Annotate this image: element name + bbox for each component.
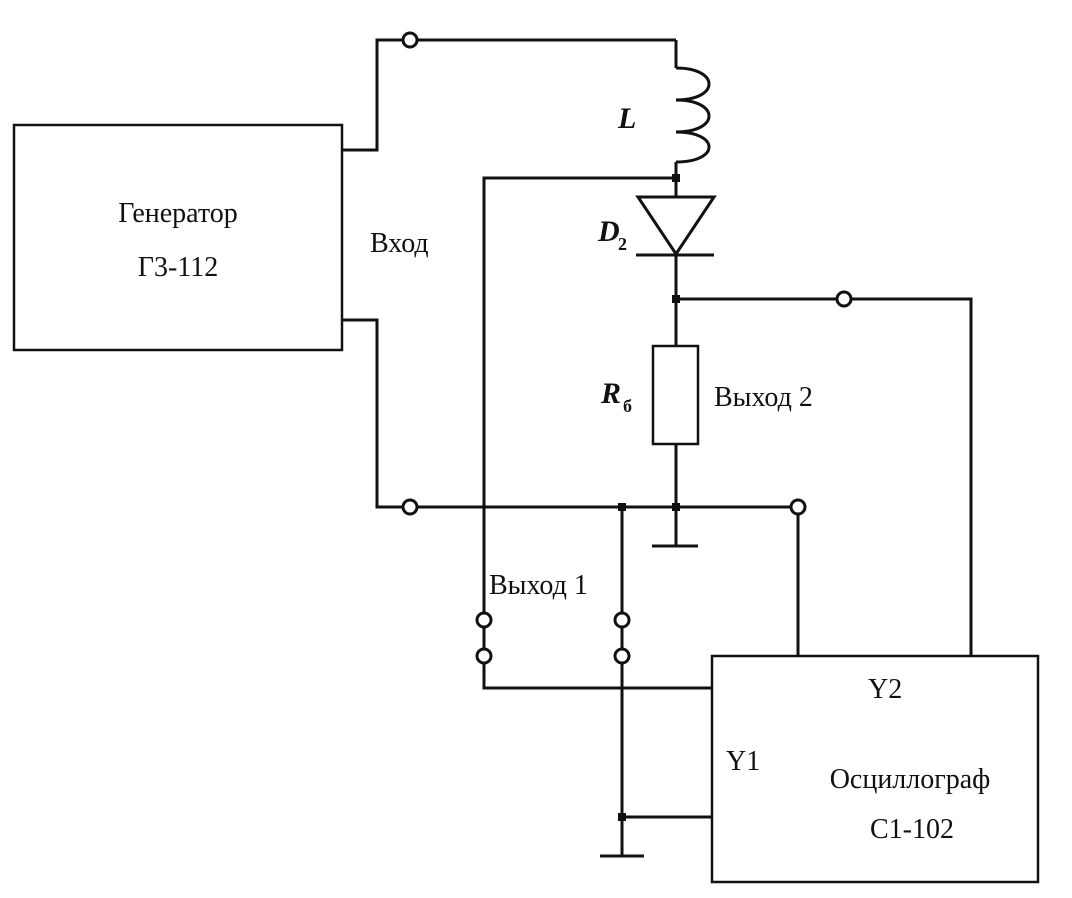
diode-subscript: 2 xyxy=(618,234,627,254)
diode xyxy=(635,195,717,257)
y1-input-wire xyxy=(482,664,712,690)
resistor-subscript: б xyxy=(623,396,632,416)
oscilloscope-box xyxy=(710,654,1040,884)
oscilloscope-model: С1-102 xyxy=(870,814,954,845)
channel-y1-label: Y1 xyxy=(726,746,760,777)
input-label: Вход xyxy=(370,228,429,259)
output1-terminal xyxy=(613,647,631,665)
output2-signal-wire xyxy=(851,297,973,656)
channel-y2-label: Y2 xyxy=(868,674,902,705)
generator-model: Г3-112 xyxy=(138,252,218,283)
output1-signal-wire xyxy=(482,176,676,612)
output1-terminal xyxy=(475,647,493,665)
oscilloscope-title: Осциллограф xyxy=(830,764,991,795)
input-terminal-bottom xyxy=(401,498,419,516)
input-terminal-top xyxy=(401,31,419,49)
output1-terminal xyxy=(613,611,631,629)
generator-top-lead xyxy=(342,38,410,152)
generator-box xyxy=(12,123,344,352)
inductor-coil xyxy=(675,66,711,164)
diode-label: D xyxy=(597,215,620,248)
output1-terminal xyxy=(475,611,493,629)
oscilloscope-ground-terminal xyxy=(789,498,807,516)
junction-node xyxy=(672,503,680,511)
oscilloscope-block: Y2 Y1 Осциллограф С1-102 xyxy=(710,654,1040,884)
diode-triangle xyxy=(635,195,717,257)
resistor-body xyxy=(651,344,700,446)
inductor-label: L xyxy=(617,102,636,135)
generator-title: Генератор xyxy=(118,198,237,229)
generator-bottom-lead xyxy=(342,318,410,509)
generator-block: Генератор Г3-112 xyxy=(12,123,344,352)
output1-label: Выход 1 xyxy=(489,570,588,601)
output2-terminal xyxy=(835,290,853,308)
output2-label: Выход 2 xyxy=(714,382,813,413)
resistor-label: R xyxy=(600,377,621,410)
